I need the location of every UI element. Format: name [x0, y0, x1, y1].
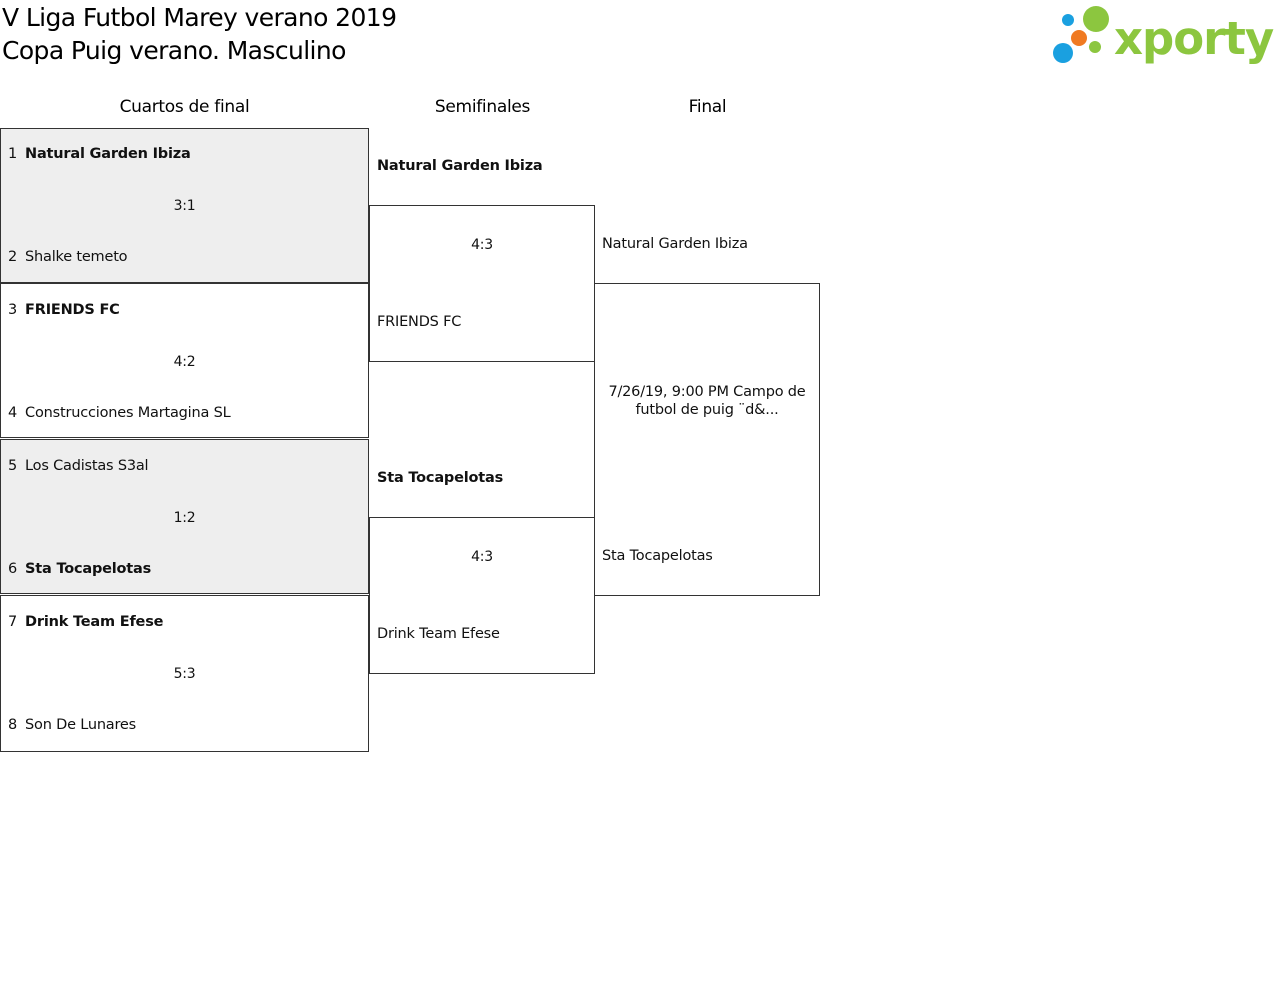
semifinal-match-bracket: 4:3 — [369, 205, 595, 362]
xporty-logo: xporty — [1053, 6, 1275, 65]
team-bottom: 4 Construcciones Martagina SL — [8, 404, 231, 422]
team-name: Drink Team Efese — [25, 614, 164, 630]
match-score: 5:3 — [173, 666, 196, 682]
logo-dot-orange — [1071, 30, 1087, 46]
seed: 2 — [8, 249, 18, 265]
team-name: Shalke temeto — [25, 249, 128, 265]
seed: 3 — [8, 302, 18, 318]
semifinal-team-bottom: Drink Team Efese — [377, 626, 500, 642]
quarterfinal-match: 5 Los Cadistas S3al 1:2 6 Sta Tocapelotas — [0, 439, 369, 594]
match-score: 4:3 — [471, 237, 493, 253]
seed: 1 — [8, 146, 18, 162]
round-header-semifinals: Semifinales — [434, 97, 531, 117]
quarterfinal-match: 3 FRIENDS FC 4:2 4 Construcciones Martagin… — [0, 283, 369, 438]
team-name: FRIENDS FC — [25, 302, 120, 318]
match-score: 4:3 — [471, 549, 493, 565]
seed: 8 — [8, 717, 18, 733]
logo-dot-green-large — [1083, 6, 1109, 32]
seed: 5 — [8, 458, 18, 474]
semifinal-team-top: Sta Tocapelotas — [377, 470, 504, 486]
team-top: 7 Drink Team Efese — [8, 613, 163, 631]
seed: 7 — [8, 614, 18, 630]
team-bottom: 8 Son De Lunares — [8, 716, 136, 734]
page-title: V Liga Futbol Marey verano 2019 — [2, 3, 397, 32]
round-header-quarterfinals: Cuartos de final — [119, 97, 250, 117]
team-name: Sta Tocapelotas — [25, 561, 152, 577]
team-bottom: 6 Sta Tocapelotas — [8, 560, 151, 578]
team-top: 1 Natural Garden Ibiza — [8, 145, 191, 163]
team-name: Natural Garden Ibiza — [25, 146, 191, 162]
team-name: Construcciones Martagina SL — [25, 405, 231, 421]
round-header-final: Final — [688, 97, 727, 117]
match-score: 3:1 — [173, 198, 196, 214]
seed: 6 — [8, 561, 18, 577]
logo-dot-blue-small — [1062, 14, 1074, 26]
seed: 4 — [8, 405, 18, 421]
team-bottom: 2 Shalke temeto — [8, 248, 128, 266]
semifinal-team-top: Natural Garden Ibiza — [377, 158, 543, 174]
team-top: 3 FRIENDS FC — [8, 301, 120, 319]
final-team-top: Natural Garden Ibiza — [602, 236, 748, 252]
final-match-bracket: 7/26/19, 9:00 PM Campo de futbol de puig… — [594, 283, 820, 596]
page-subtitle: Copa Puig verano. Masculino — [2, 36, 346, 65]
logo-dot-blue-large — [1053, 43, 1073, 63]
match-score: 1:2 — [173, 510, 196, 526]
match-score: 4:2 — [173, 354, 196, 370]
quarterfinal-match: 1 Natural Garden Ibiza 3:1 2 Shalke temeto — [0, 128, 369, 283]
quarterfinal-match: 7 Drink Team Efese 5:3 8 Son De Lunares — [0, 595, 369, 752]
final-match-info: 7/26/19, 9:00 PM Campo de futbol de puig… — [608, 384, 806, 418]
team-name: Son De Lunares — [25, 717, 137, 733]
semifinal-team-bottom: FRIENDS FC — [377, 314, 462, 330]
team-top: 5 Los Cadistas S3al — [8, 457, 149, 475]
final-team-bottom: Sta Tocapelotas — [602, 548, 713, 564]
logo-text: xporty — [1114, 12, 1274, 65]
semifinal-match-bracket: 4:3 — [369, 517, 595, 674]
team-name: Los Cadistas S3al — [25, 458, 149, 474]
logo-dot-green-small — [1089, 41, 1101, 53]
